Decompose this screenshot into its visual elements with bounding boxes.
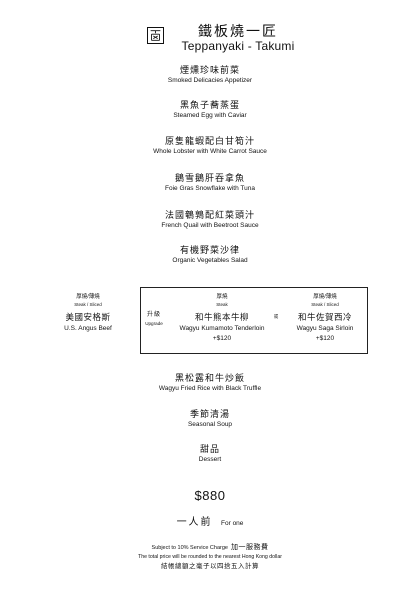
upgrade-label-en: Upgrade: [145, 321, 163, 326]
choice-name-cn: 美國安格斯: [65, 312, 111, 322]
course-name-cn: 有機野菜沙律: [179, 245, 240, 255]
choice-name-cn: 和牛佐賀西冷: [297, 312, 352, 322]
rounding-note-en: The total price will be rounded to the n…: [138, 554, 282, 560]
or-separator: 或: [273, 314, 279, 319]
course-name-cn: 鵝雪鵝肝吞拿魚: [174, 173, 245, 183]
upgrade-label-cn: 升級: [146, 312, 161, 318]
choice-type-en: Steak / Sliced: [311, 302, 339, 307]
course-item: 法國鵪鶉配紅菜頭汁 French Quail with Beetroot Sau…: [80, 209, 340, 231]
course-name-en: Smoked Delicacies Appetizer: [167, 77, 253, 84]
course-name-en: Wagyu Fried Rice with Black Truffle: [158, 385, 262, 392]
course-name-cn: 甜品: [199, 444, 220, 454]
course-name-en: Organic Vegetables Salad: [172, 257, 248, 264]
course-name-en: Foie Gras Snowflake with Tuna: [165, 185, 255, 192]
upgrade-options-box: [140, 287, 368, 354]
choice-name-en: Wagyu Kumamoto Tenderloin: [179, 325, 265, 332]
course-name-cn: 黑松露和牛炒飯: [174, 373, 245, 383]
choice-name-cn: 和牛熊本牛柳: [194, 312, 249, 322]
per-person-label: 一人前 For one: [150, 512, 270, 530]
course-item: 黑魚子蕎蒸蛋 Steamed Egg with Caviar: [80, 99, 340, 121]
per-person-en: For one: [221, 520, 244, 527]
course-name-en: French Quail with Beetroot Sauce: [161, 222, 259, 229]
course-name-cn: 原隻龍蝦配白甘筍汁: [164, 136, 255, 146]
main-choice-saga: 厚燒/薄燒 Steak / Sliced 和牛佐賀西冷 Wagyu Saga S…: [284, 293, 366, 343]
course-item: 甜品 Dessert: [80, 443, 340, 465]
course-name-cn: 黑魚子蕎蒸蛋: [179, 100, 240, 110]
rounding-note-cn: 結帳總額之毫子以四捨五入計算: [161, 563, 259, 570]
course-item: 煙燻珍味前菜 Smoked Delicacies Appetizer: [80, 64, 340, 86]
course-name-en: Seasonal Soup: [187, 421, 233, 428]
course-name-cn: 法國鵪鶉配紅菜頭汁: [164, 210, 255, 220]
restaurant-title-en: Teppanyaki - Takumi: [181, 39, 295, 53]
service-charge-en: Subject to 10% Service Charge: [151, 545, 228, 551]
course-name-en: Dessert: [198, 456, 222, 463]
choice-type-en: Steak: [216, 302, 228, 307]
restaurant-logo-icon: [147, 27, 164, 44]
set-price: $880: [194, 488, 226, 503]
choice-type-cn: 厚燒/薄燒: [313, 294, 337, 300]
restaurant-title-cn: 鐵板燒一匠: [198, 23, 278, 39]
service-charge-cn: 加一服務費: [230, 544, 269, 551]
course-name-cn: 季節清湯: [189, 409, 230, 419]
course-item: 原隻龍蝦配白甘筍汁 Whole Lobster with White Carro…: [80, 135, 340, 157]
course-name-en: Whole Lobster with White Carrot Sauce: [153, 148, 267, 155]
course-name-en: Steamed Egg with Caviar: [173, 112, 247, 119]
main-choice-angus: 厚燒/薄燒 Steak / Sliced 美國安格斯 U.S. Angus Be…: [50, 293, 126, 334]
course-item: 有機野菜沙律 Organic Vegetables Salad: [80, 244, 340, 266]
per-person-cn: 一人前: [176, 517, 213, 528]
choice-surcharge: +$120: [212, 335, 232, 342]
course-item: 鵝雪鵝肝吞拿魚 Foie Gras Snowflake with Tuna: [80, 172, 340, 194]
choice-surcharge: +$120: [315, 335, 335, 342]
course-name-cn: 煙燻珍味前菜: [179, 65, 240, 75]
choice-type-cn: 厚燒: [216, 294, 228, 300]
choice-name-en: U.S. Angus Beef: [64, 325, 112, 332]
upgrade-label: 升級 Upgrade: [142, 311, 166, 327]
choice-type-en: Steak / Sliced: [74, 302, 102, 307]
choice-type-cn: 厚燒/薄燒: [76, 294, 100, 300]
choice-name-en: Wagyu Saga Sirloin: [296, 325, 354, 332]
main-choice-kumamoto: 厚燒 Steak 和牛熊本牛柳 Wagyu Kumamoto Tenderloi…: [172, 293, 272, 343]
course-item: 黑松露和牛炒飯 Wagyu Fried Rice with Black Truf…: [80, 372, 340, 394]
course-item: 季節清湯 Seasonal Soup: [80, 408, 340, 430]
